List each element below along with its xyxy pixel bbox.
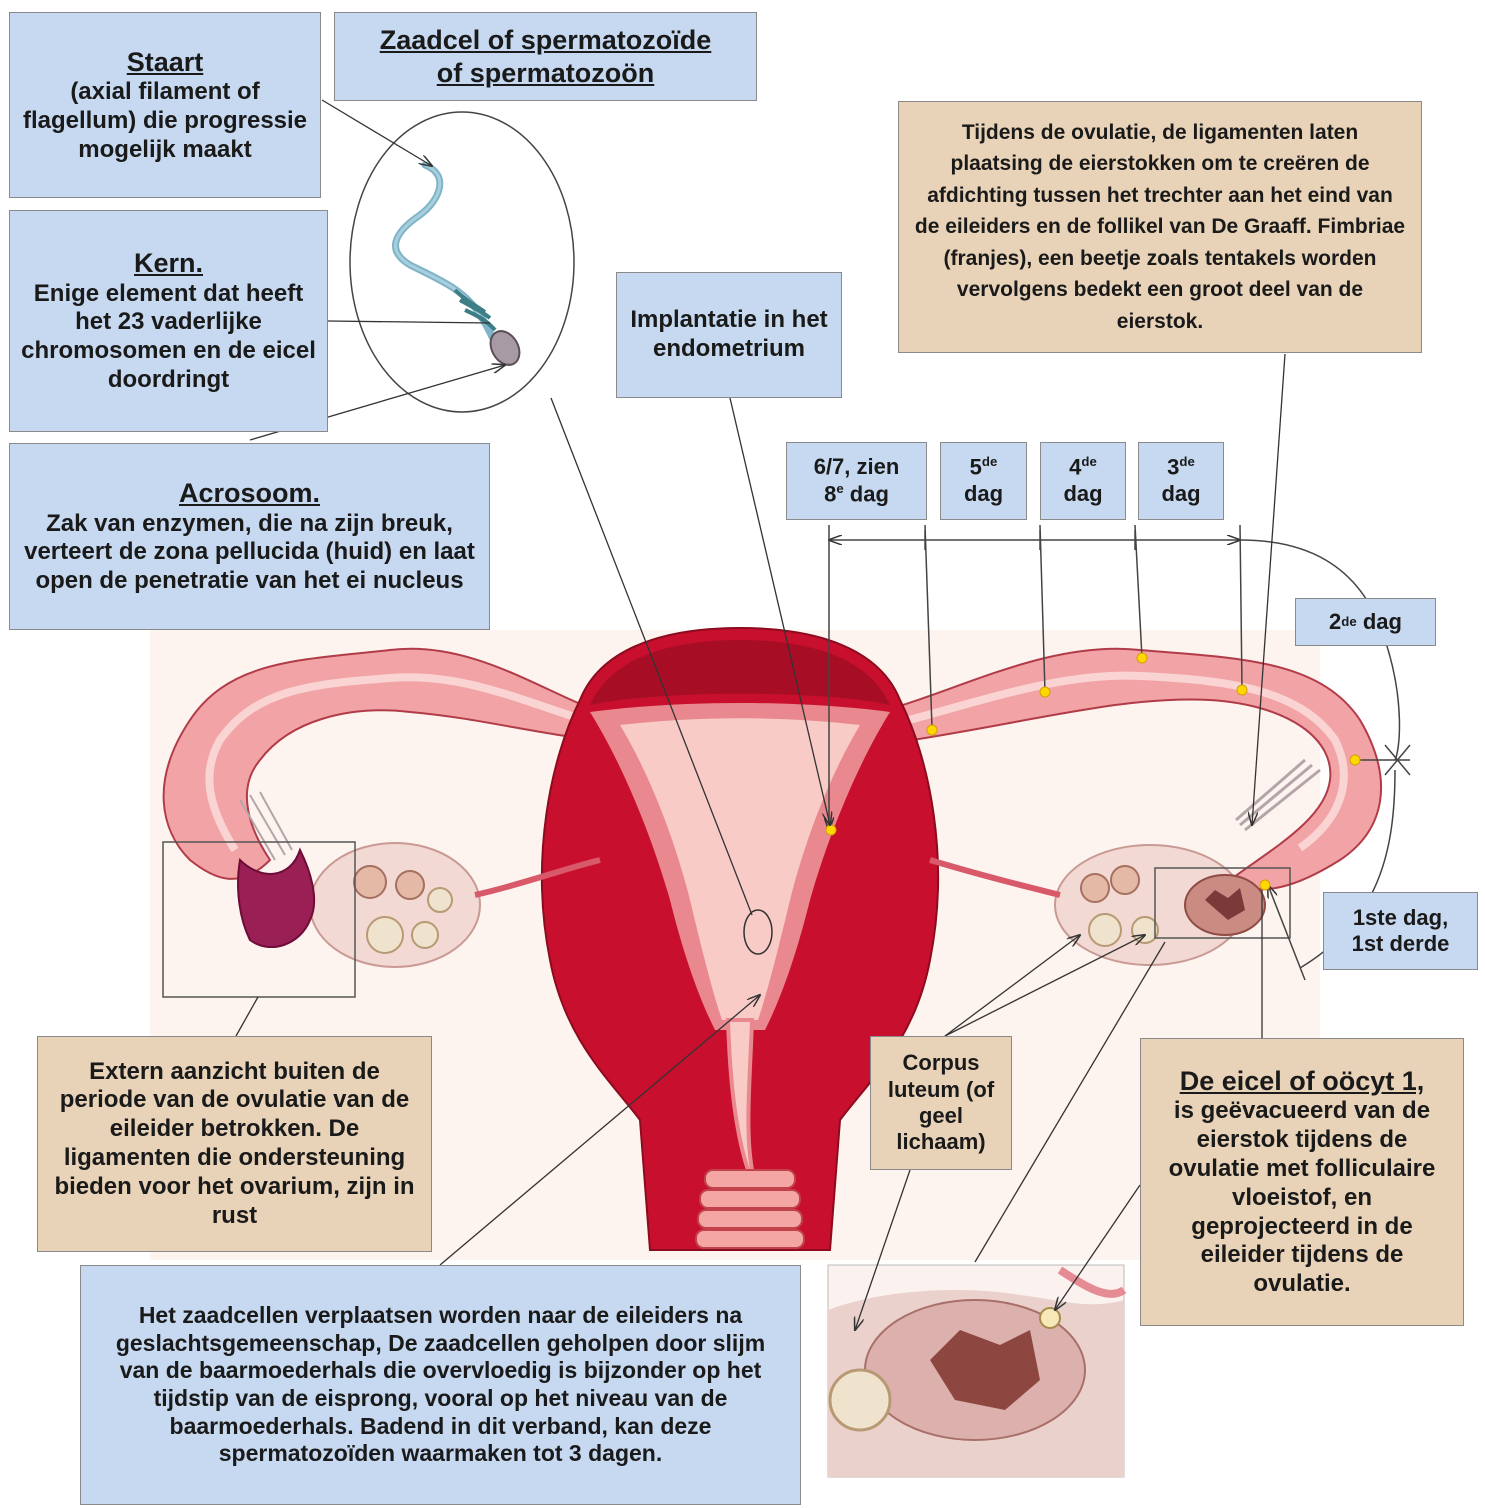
day-1-line2: 1st derde xyxy=(1352,931,1450,957)
zaadcel-title-box: Zaadcel of spermatozoïde of spermatozoön xyxy=(334,12,757,101)
day-2-box: 2de dag xyxy=(1295,598,1436,646)
acrosoom-body: Zak van enzymen, die na zijn breuk, vert… xyxy=(20,510,479,596)
day-4-box: 4de dag xyxy=(1040,442,1126,520)
kern-body: Enige element dat heeft het 23 vaderlijk… xyxy=(20,280,317,395)
sperm-cell xyxy=(396,165,526,370)
day-1-box: 1ste dag, 1st derde xyxy=(1323,892,1478,970)
day-4-sup: de xyxy=(1081,454,1096,469)
day-3-num: 3 xyxy=(1167,455,1179,480)
left-ovary xyxy=(310,843,480,967)
day-3-word: dag xyxy=(1161,481,1200,507)
corpus-luteum-label: Corpus luteum (of geel lichaam) xyxy=(870,1036,1012,1170)
corpus-luteum-text: Corpus luteum (of geel lichaam) xyxy=(881,1050,1001,1156)
extern-label: Extern aanzicht buiten de periode van de… xyxy=(37,1036,432,1252)
day-8-line: 8e dag xyxy=(824,481,889,508)
eicel-title: De eicel of oöcyt 1, xyxy=(1180,1065,1425,1097)
day-6-7-line1: 6/7, zien xyxy=(814,454,900,480)
staart-label: Staart (axial filament of flagellum) die… xyxy=(9,12,321,198)
eicel-label: De eicel of oöcyt 1, is geëvacueerd van … xyxy=(1140,1038,1464,1326)
ovulatie-text: Tijdens de ovulatie, de ligamenten laten… xyxy=(913,117,1407,338)
day-5-box: 5de dag xyxy=(940,442,1027,520)
sperm-frame xyxy=(350,112,574,412)
zaadcellen-text: Het zaadcellen verplaatsen worden naar d… xyxy=(97,1302,784,1468)
day-5-word: dag xyxy=(964,481,1003,507)
ovary-closeup xyxy=(828,1265,1124,1477)
day-2-num: 2 xyxy=(1329,609,1341,635)
staart-body: (axial filament of flagellum) die progre… xyxy=(20,78,310,164)
day-3-box: 3de dag xyxy=(1138,442,1224,520)
day-5-sup: de xyxy=(982,454,997,469)
zaadcel-line1: Zaadcel of spermatozoïde xyxy=(380,24,712,56)
ovulatie-label: Tijdens de ovulatie, de ligamenten laten… xyxy=(898,101,1422,353)
day-8-num: 8 xyxy=(824,481,836,506)
day-2-word: dag xyxy=(1363,609,1402,635)
day-5-num: 5 xyxy=(970,455,982,480)
day-3-sup: de xyxy=(1179,454,1194,469)
zaadcellen-label: Het zaadcellen verplaatsen worden naar d… xyxy=(80,1265,801,1505)
acrosoom-title: Acrosoom. xyxy=(179,477,320,509)
kern-label: Kern. Enige element dat heeft het 23 vad… xyxy=(9,210,328,432)
day-8-sup: e xyxy=(836,481,843,496)
kern-title: Kern. xyxy=(134,247,203,279)
extern-text: Extern aanzicht buiten de periode van de… xyxy=(48,1058,421,1231)
acrosoom-label: Acrosoom. Zak van enzymen, die na zijn b… xyxy=(9,443,490,630)
zaadcel-line2: of spermatozoön xyxy=(437,57,655,89)
day-2-sup: de xyxy=(1341,614,1356,630)
implantatie-label: Implantatie in het endometrium xyxy=(616,272,842,398)
day-8-word: dag xyxy=(850,481,889,506)
eicel-body: is geëvacueerd van de eierstok tijdens d… xyxy=(1151,1097,1453,1299)
day-4-word: dag xyxy=(1063,481,1102,507)
vaginal-rings xyxy=(696,1170,804,1248)
staart-title: Staart xyxy=(127,46,204,78)
day-4-num: 4 xyxy=(1069,455,1081,480)
implantatie-text: Implantatie in het endometrium xyxy=(627,306,831,364)
day-6-7-box: 6/7, zien 8e dag xyxy=(786,442,927,520)
day-1-line1: 1ste dag, xyxy=(1353,905,1448,931)
